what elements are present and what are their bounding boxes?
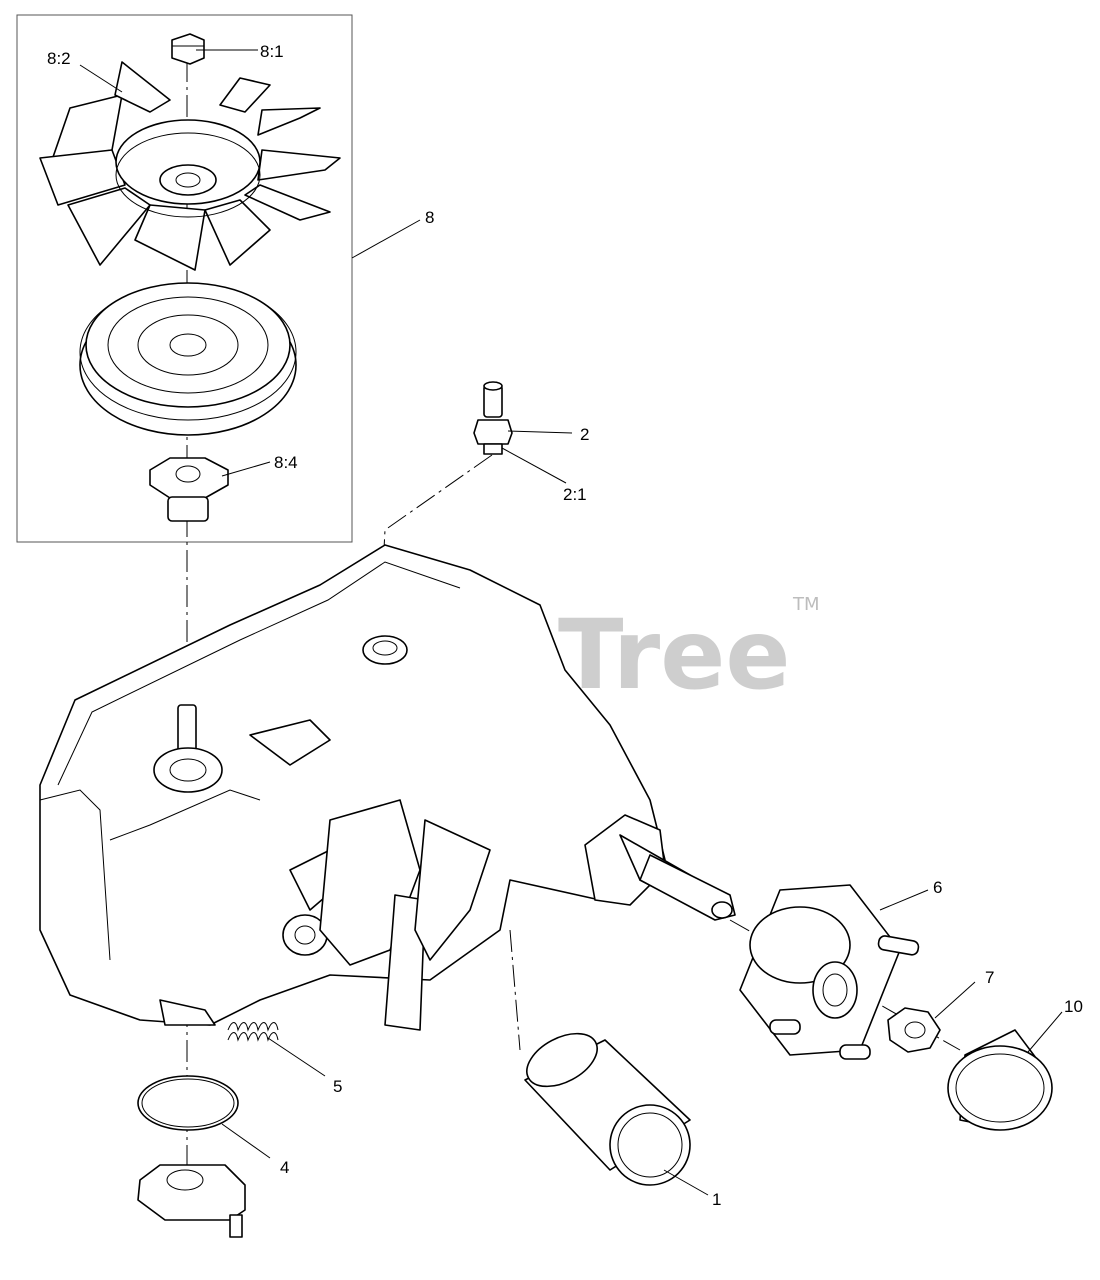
hub-cap-icon: [947, 1029, 1053, 1131]
leader-6: [879, 889, 929, 911]
callout-8-1: 8:1: [260, 42, 284, 61]
callout-8: 8: [425, 208, 434, 227]
o-ring-icon: [137, 1075, 239, 1131]
axis-line-filter: [509, 929, 521, 1051]
leader-7: [934, 981, 976, 1019]
leader-10: [1027, 1011, 1063, 1053]
hex-nut-icon: [171, 33, 205, 65]
callout-4: 4: [280, 1158, 289, 1177]
axle-nut-icon: [887, 1007, 941, 1053]
callout-7: 7: [985, 968, 994, 987]
filter-cover-icon: [137, 1164, 246, 1238]
callout-5: 5: [333, 1077, 342, 1096]
drive-pulley-icon: [79, 282, 297, 436]
callout-2: 2: [580, 425, 589, 444]
wheel-hub-icon: [739, 884, 920, 1060]
kit-8-box: [16, 14, 353, 543]
callout-8-2: 8:2: [47, 49, 71, 68]
breather-fitting-icon: [473, 381, 513, 455]
callout-10: 10: [1064, 997, 1083, 1016]
leader-8: [351, 219, 421, 259]
callout-8-4: 8:4: [274, 453, 298, 472]
axle-shaft-icon: [639, 854, 736, 921]
leader-1: [663, 1169, 709, 1196]
callout-6: 6: [933, 878, 942, 897]
tension-spring-icon: [227, 1022, 279, 1042]
leader-4: [221, 1123, 271, 1159]
oil-filter-icon: [524, 1032, 691, 1186]
callout-2-1: 2:1: [563, 485, 587, 504]
leader-8-4: [221, 461, 271, 477]
leader-5: [267, 1037, 326, 1077]
leader-8-2: [79, 64, 123, 93]
leader-2-1: [501, 447, 567, 484]
fan-hub-adapter-icon: [149, 457, 229, 522]
watermark-tm: TM: [792, 594, 820, 615]
leader-2: [507, 430, 573, 434]
callout-1: 1: [712, 1190, 721, 1209]
cooling-fan-icon: [39, 61, 341, 271]
